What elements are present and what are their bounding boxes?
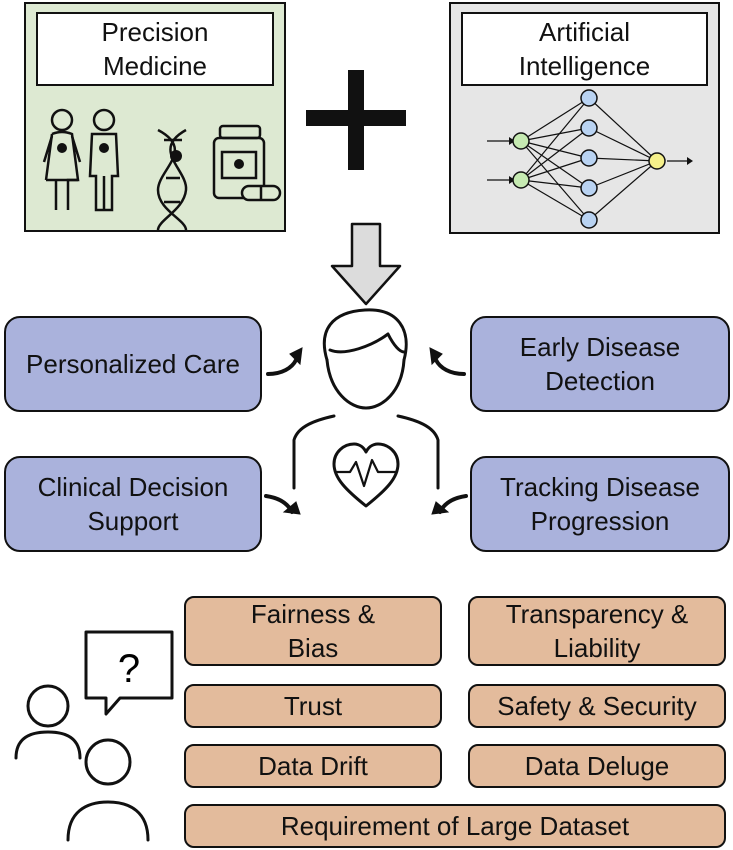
benefit-label: Clinical Decision — [37, 472, 229, 502]
precision-medicine-icons — [42, 108, 282, 230]
medicine-bottle-icon — [212, 124, 282, 202]
benefit-label: Support — [87, 506, 179, 536]
benefit-label: Tracking Disease — [500, 472, 700, 502]
dna-icon — [156, 128, 188, 230]
challenge-safety-security: Safety & Security — [468, 684, 726, 728]
woman-icon — [42, 108, 82, 210]
artificial-intelligence-title: Artificial Intelligence — [461, 12, 708, 86]
artificial-intelligence-panel: Artificial Intelligence — [449, 2, 720, 234]
heart-icon — [332, 442, 400, 508]
patient-icon — [292, 308, 440, 490]
precision-medicine-panel: Precision Medicine — [24, 2, 286, 232]
disease-marker-icon — [99, 143, 109, 153]
challenge-fairness-bias: Fairness & Bias — [184, 596, 442, 666]
benefit-label: Detection — [545, 366, 655, 396]
challenge-label: Bias — [287, 633, 339, 663]
challenge-trust: Trust — [184, 684, 442, 728]
precision-medicine-title: Precision Medicine — [36, 12, 274, 86]
challenge-label: Requirement of Large Dataset — [280, 811, 630, 841]
down-arrow-icon — [330, 222, 402, 306]
challenge-label: Data Deluge — [524, 751, 670, 781]
personalized-care-box: Personalized Care — [4, 316, 262, 412]
early-detection-box: Early Disease Detection — [470, 316, 730, 412]
question-mark: ? — [118, 647, 140, 691]
disease-marker-icon — [234, 159, 244, 169]
challenge-label: Safety & Security — [497, 691, 697, 721]
challenge-label: Fairness & — [250, 599, 376, 629]
disease-marker-icon — [170, 150, 182, 162]
benefit-label: Early Disease — [519, 332, 681, 362]
man-icon — [88, 108, 120, 212]
benefit-label: Progression — [530, 506, 670, 536]
challenge-data-drift: Data Drift — [184, 744, 442, 788]
patient-figure — [264, 308, 468, 515]
title-line: Artificial — [538, 17, 630, 47]
tracking-progression-box: Tracking Disease Progression — [470, 456, 730, 552]
title-line: Medicine — [102, 51, 208, 81]
challenge-label: Transparency & — [505, 599, 689, 629]
challenge-label: Liability — [553, 633, 641, 663]
title-line: Precision — [101, 17, 209, 47]
clinical-decision-box: Clinical Decision Support — [4, 456, 262, 552]
curved-arrow-icon — [264, 347, 468, 515]
challenge-large-dataset: Requirement of Large Dataset — [184, 804, 726, 848]
neural-network-icon — [487, 89, 693, 229]
people-question-icon: ? — [14, 630, 174, 842]
challenge-label: Trust — [283, 691, 343, 721]
challenge-data-deluge: Data Deluge — [468, 744, 726, 788]
speech-bubble-icon — [84, 630, 174, 716]
challenge-label: Data Drift — [258, 751, 368, 781]
challenge-transparency-liability: Transparency & Liability — [468, 596, 726, 666]
plus-icon — [306, 70, 406, 170]
disease-marker-icon — [57, 143, 67, 153]
title-line: Intelligence — [518, 51, 651, 81]
benefit-label: Personalized Care — [26, 349, 240, 379]
